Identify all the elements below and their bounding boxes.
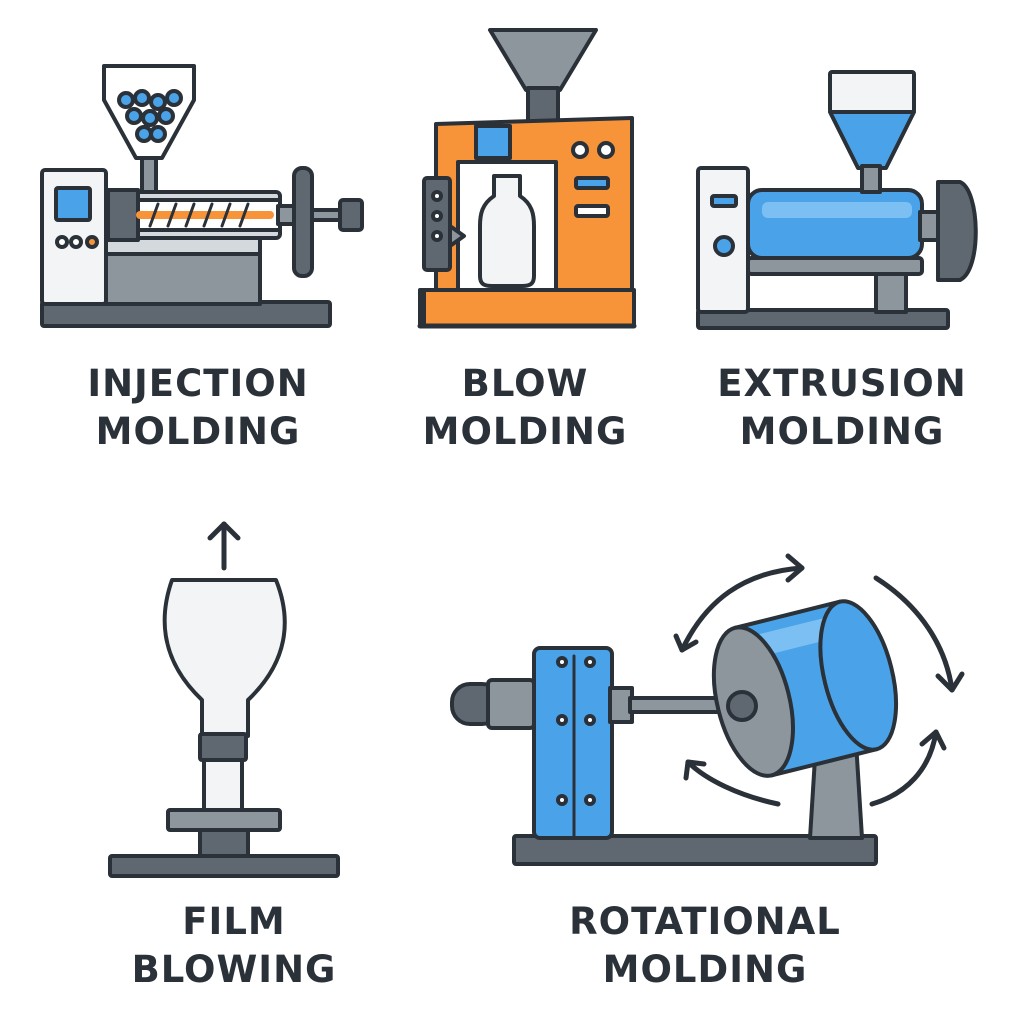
- caption-line-2: MOLDING: [739, 410, 945, 453]
- caption-rotational-molding: ROTATIONAL MOLDING: [535, 898, 875, 994]
- film-blowing-machine-icon: [108, 521, 340, 878]
- caption-line-2: MOLDING: [602, 948, 808, 991]
- caption-injection-molding: INJECTION MOLDING: [28, 360, 368, 456]
- caption-line-2: MOLDING: [95, 410, 301, 453]
- caption-line-1: FILM: [182, 900, 286, 943]
- caption-film-blowing: FILM BLOWING: [64, 898, 404, 994]
- caption-line-1: INJECTION: [87, 362, 309, 405]
- extrusion-molding-machine-icon: [696, 70, 978, 330]
- caption-line-2: BLOWING: [131, 948, 337, 991]
- caption-line-1: BLOW: [461, 362, 589, 405]
- caption-line-1: ROTATIONAL: [569, 900, 841, 943]
- injection-molding-machine-icon: [40, 64, 364, 328]
- caption-line-2: MOLDING: [422, 410, 628, 453]
- caption-line-1: EXTRUSION: [717, 362, 967, 405]
- rotational-molding-machine-icon: [450, 553, 965, 866]
- caption-blow-molding: BLOW MOLDING: [355, 360, 695, 456]
- caption-extrusion-molding: EXTRUSION MOLDING: [672, 360, 1012, 456]
- rotation-arrows-icon: [673, 553, 965, 807]
- blow-molding-machine-icon: [417, 28, 637, 329]
- up-arrow-icon: [207, 521, 241, 571]
